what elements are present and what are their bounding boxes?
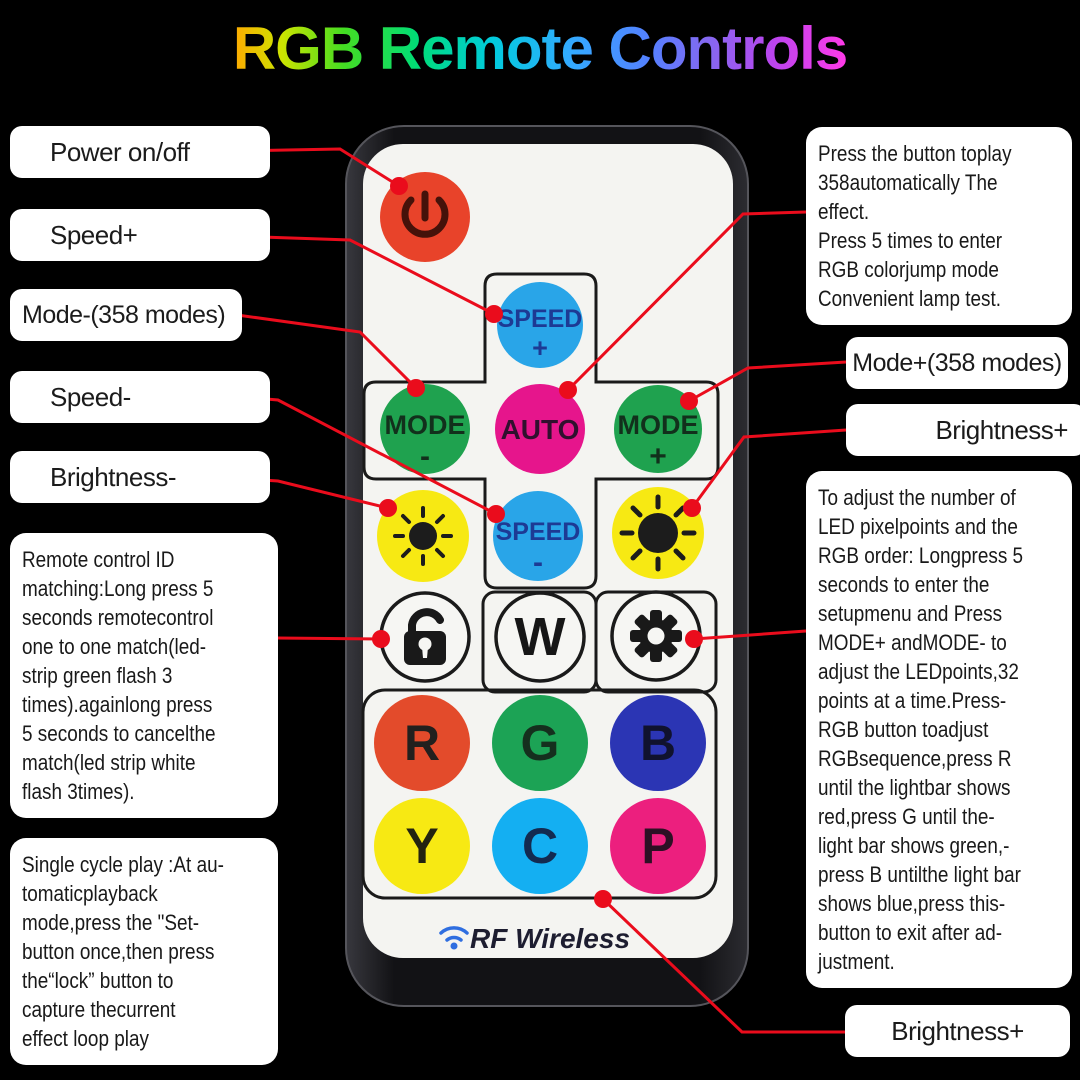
callout-label-brightness-minus: Brightness-	[10, 451, 270, 503]
c-button: C	[492, 798, 588, 894]
b-button: B	[610, 695, 706, 791]
speed-plus-button: SPEED +	[497, 282, 583, 368]
callout-dots	[372, 177, 703, 908]
r-button: R	[374, 695, 470, 791]
svg-text:MODE: MODE	[618, 410, 699, 440]
wifi-icon	[439, 926, 469, 950]
brand-area: RF Wireless	[439, 923, 630, 954]
note-setup-text: To adjust the number of LED pixelpoints …	[818, 485, 1024, 974]
callout-label-mode-plus: Mode+(358 modes)	[846, 337, 1068, 389]
p-button: P	[610, 798, 706, 894]
header: RGB Remote Controls	[0, 16, 1080, 82]
sun-big-icon	[619, 494, 697, 572]
svg-text:AUTO: AUTO	[501, 414, 580, 445]
callout-label-power: Power on/off	[10, 126, 270, 178]
callout-lines	[229, 147, 847, 1034]
brightness-plus-button	[612, 487, 704, 579]
gear-icon	[630, 610, 682, 662]
callout-label-power-text: Power on/off	[50, 136, 190, 167]
callout-line-gear	[693, 629, 807, 641]
callout-label-speed-plus: Speed+	[10, 209, 270, 261]
auto-button: AUTO	[495, 384, 585, 474]
gear-button	[610, 590, 702, 682]
callout-label-brightness-plus-text: Brightness+	[935, 414, 1068, 445]
note-auto-play: Press the button toplay 358automatically…	[806, 127, 1072, 325]
svg-text:P: P	[641, 818, 674, 874]
note-single-cycle-text: Single cycle play :At au- tomaticplaybac…	[22, 852, 224, 1051]
svg-text:-: -	[420, 440, 430, 473]
svg-text:B: B	[640, 715, 676, 771]
note-single-cycle: Single cycle play :At au- tomaticplaybac…	[10, 838, 278, 1065]
white-button: W	[494, 591, 586, 683]
power-icon	[401, 190, 449, 238]
power-button	[380, 172, 470, 262]
svg-text:G: G	[521, 715, 560, 771]
callout-line-brightness-plus-bottom	[601, 897, 846, 1034]
sun-small-icon	[393, 506, 453, 566]
svg-text:W: W	[515, 607, 566, 667]
callout-line-auto	[566, 210, 807, 392]
g-button: G	[492, 695, 588, 791]
callout-line-speed-plus	[229, 234, 495, 316]
lock-button	[379, 591, 471, 683]
callout-label-mode-minus: Mode-(358 modes)	[10, 289, 242, 341]
svg-text:Y: Y	[405, 818, 438, 874]
callout-label-brightness-plus-bottom: Brightness+	[845, 1005, 1070, 1057]
svg-text:C: C	[522, 818, 558, 874]
callout-line-lock	[276, 636, 382, 641]
callout-label-brightness-minus-text: Brightness-	[50, 461, 177, 492]
y-button: Y	[374, 798, 470, 894]
brand-label: RF Wireless	[470, 923, 630, 954]
speed-minus-button: SPEED -	[493, 491, 583, 581]
svg-text:R: R	[404, 715, 440, 771]
callout-line-brightness-plus	[690, 428, 847, 509]
svg-text:+: +	[649, 440, 667, 473]
note-id-matching: Remote control ID matching:Long press 5 …	[10, 533, 278, 818]
callout-label-speed-minus-text: Speed-	[50, 381, 131, 412]
svg-text:SPEED: SPEED	[498, 305, 583, 333]
callout-label-brightness-plus: Brightness+	[846, 404, 1080, 456]
note-id-matching-text: Remote control ID matching:Long press 5 …	[22, 547, 216, 804]
lock-icon	[404, 608, 446, 665]
svg-text:+: +	[532, 333, 548, 363]
callout-label-mode-plus-text: Mode+(358 modes)	[852, 348, 1062, 377]
callout-label-speed-minus: Speed-	[10, 371, 270, 423]
svg-text:-: -	[533, 546, 543, 579]
page-title: RGB Remote Controls	[232, 15, 848, 82]
callout-label-mode-minus-text: Mode-(358 modes)	[22, 300, 226, 329]
svg-text:MODE: MODE	[385, 410, 466, 440]
callout-line-mode-plus	[688, 360, 847, 403]
callout-label-brightness-plus-bottom-text: Brightness+	[891, 1015, 1024, 1046]
mode-minus-button: MODE -	[380, 384, 470, 474]
svg-text:SPEED: SPEED	[496, 518, 581, 546]
note-auto-play-text: Press the button toplay 358automatically…	[818, 141, 1012, 311]
brightness-minus-button	[377, 490, 469, 582]
callout-line-mode-minus	[229, 312, 418, 390]
rgb-group-outline	[361, 688, 718, 900]
note-setup: To adjust the number of LED pixelpoints …	[806, 471, 1072, 988]
mode-plus-button: MODE +	[614, 385, 702, 473]
callout-label-speed-plus-text: Speed+	[50, 219, 138, 250]
